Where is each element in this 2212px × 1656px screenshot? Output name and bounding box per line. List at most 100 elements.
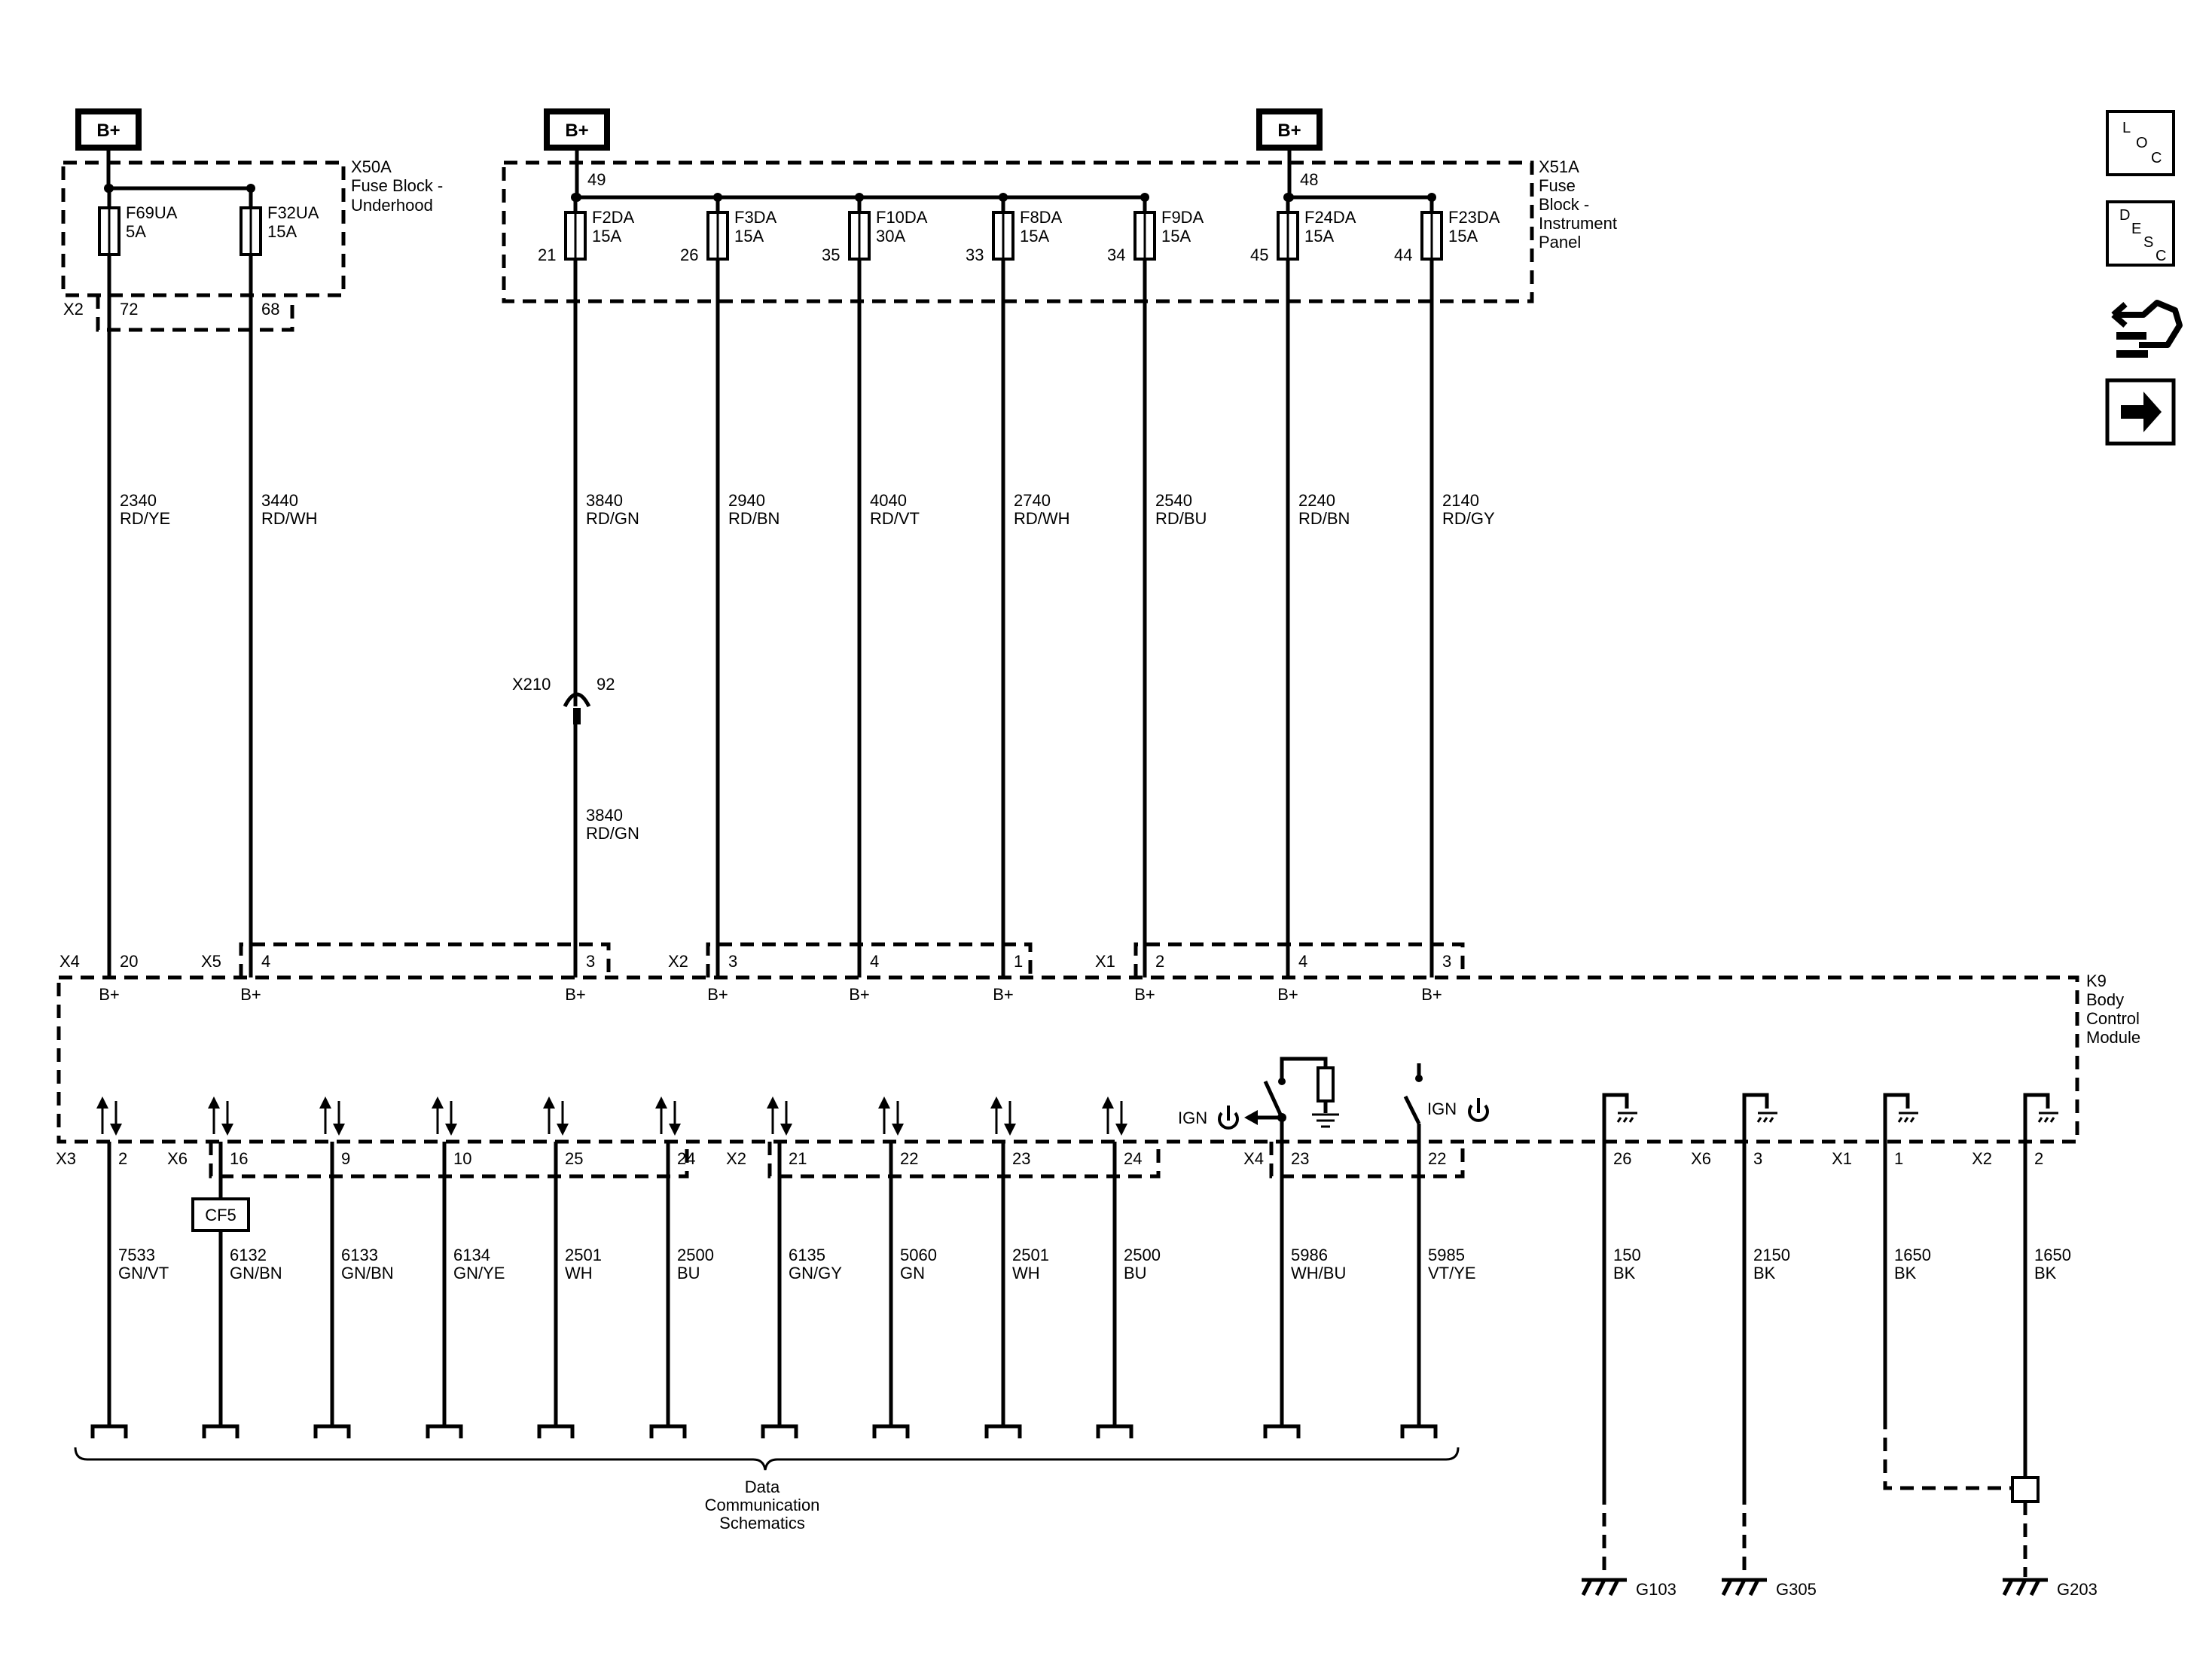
wire — [1883, 1093, 1910, 1142]
connector-end — [872, 1424, 910, 1438]
body-control-module: K9 Body Control Module — [56, 942, 2140, 1179]
pin-number: 4 — [261, 952, 270, 971]
battery-supply-left: B+ — [75, 108, 142, 151]
fuse-rating: 15A — [1161, 227, 1191, 246]
connector-end — [90, 1424, 128, 1438]
wire-color: RD/GN — [586, 509, 639, 528]
fuse-block-desc: Fuse — [1539, 176, 1576, 195]
chassis-ground-icon — [1897, 1112, 1918, 1123]
bcm-terminal: B+ — [1134, 985, 1155, 1004]
ground-hatch — [1581, 1578, 1620, 1597]
pin-number: 24 — [677, 1149, 695, 1168]
junction — [1140, 193, 1149, 202]
connector-ref: X2 — [668, 952, 688, 971]
description-view-button[interactable]: D E S C — [2106, 200, 2175, 267]
wire-color: GN/VT — [118, 1264, 169, 1282]
fuse-rating: 15A — [267, 222, 297, 241]
junction — [713, 193, 722, 202]
fuse-ref: F32UA — [267, 203, 319, 222]
pin-number: 34 — [1107, 246, 1125, 264]
wire-number: 2500 — [1124, 1246, 1161, 1264]
pin-number: 45 — [1250, 246, 1268, 264]
bcm-terminal: B+ — [849, 985, 870, 1004]
arrow-head — [319, 1096, 345, 1136]
connector-hand-icon[interactable] — [2111, 300, 2183, 358]
pin-number: 9 — [341, 1149, 350, 1168]
brace-label: Communication — [705, 1496, 820, 1514]
wire — [1602, 1093, 1629, 1142]
wire-color: BK — [1613, 1264, 1636, 1282]
fuse-block-underhood: X50A Fuse Block - Underhood X2 — [61, 148, 443, 332]
ground-point: G305 — [1721, 1578, 1817, 1599]
nav-letter: L — [2122, 120, 2131, 136]
nav-letter: C — [2156, 248, 2166, 264]
fuse-rating: 15A — [1304, 227, 1334, 246]
arrow-head — [990, 1096, 1016, 1136]
wire-color: GN/BN — [230, 1264, 282, 1282]
battery-label: B+ — [565, 120, 588, 141]
wire-number: 5060 — [900, 1246, 937, 1264]
junction — [1427, 193, 1436, 202]
connector-ref: X2 — [63, 300, 84, 319]
wire-number: 2340 — [120, 491, 157, 510]
wire — [2023, 1093, 2050, 1142]
module-desc: Control — [2086, 1009, 2140, 1028]
connector-ref: X2 — [1972, 1149, 1992, 1168]
battery-label: B+ — [96, 120, 120, 141]
connector-ref: X2 — [726, 1149, 746, 1168]
wire-number: 4040 — [870, 491, 907, 510]
pin-number: 22 — [900, 1149, 918, 1168]
pin-number: 2 — [2034, 1149, 2043, 1168]
ground-point: G203 — [2002, 1578, 2098, 1599]
wire-number: 6134 — [453, 1246, 490, 1264]
next-page-button[interactable] — [2105, 378, 2176, 446]
connector-pin: 92 — [596, 675, 615, 694]
ignition-switch-23: IGN — [1178, 1057, 1339, 1142]
ground-ref: G305 — [1776, 1580, 1817, 1599]
wire-number: 2501 — [1012, 1246, 1049, 1264]
pin-number: 3 — [586, 952, 595, 971]
inline-connector-x210: X210 92 3840 RD/GN — [512, 675, 639, 843]
junction — [855, 193, 864, 202]
bcm-terminal: B+ — [99, 985, 120, 1004]
ground-splice — [1883, 1416, 2040, 1503]
location-view-button[interactable]: L O C — [2106, 110, 2175, 176]
pin-number: 20 — [120, 952, 138, 971]
pin-number: 44 — [1394, 246, 1412, 264]
wire — [1742, 1093, 1769, 1142]
brace-label: Schematics — [719, 1514, 805, 1532]
junction — [571, 193, 580, 202]
arrow-head — [432, 1096, 457, 1136]
wire-number: 3840 — [586, 491, 623, 510]
wire-number: 1650 — [2034, 1246, 2071, 1264]
fuse-rating: 15A — [734, 227, 764, 246]
wire-number: 2740 — [1014, 491, 1051, 510]
pin-number: 24 — [1124, 1149, 1142, 1168]
wire-number: 2150 — [1753, 1246, 1790, 1264]
fuse-ref: F69UA — [126, 203, 178, 222]
wire-color: BK — [1894, 1264, 1917, 1282]
fuse-block-desc: Panel — [1539, 233, 1581, 252]
pin-number: 68 — [261, 300, 279, 319]
pin-number: 23 — [1012, 1149, 1030, 1168]
pin-number: 3 — [1442, 952, 1451, 971]
junction — [1283, 193, 1292, 202]
wire-color: RD/BN — [1298, 509, 1350, 528]
bcm-terminal: B+ — [1421, 985, 1442, 1004]
fuse-ref: F3DA — [734, 208, 777, 227]
arrow-head — [543, 1096, 569, 1136]
ground-hatch — [2002, 1578, 2041, 1597]
